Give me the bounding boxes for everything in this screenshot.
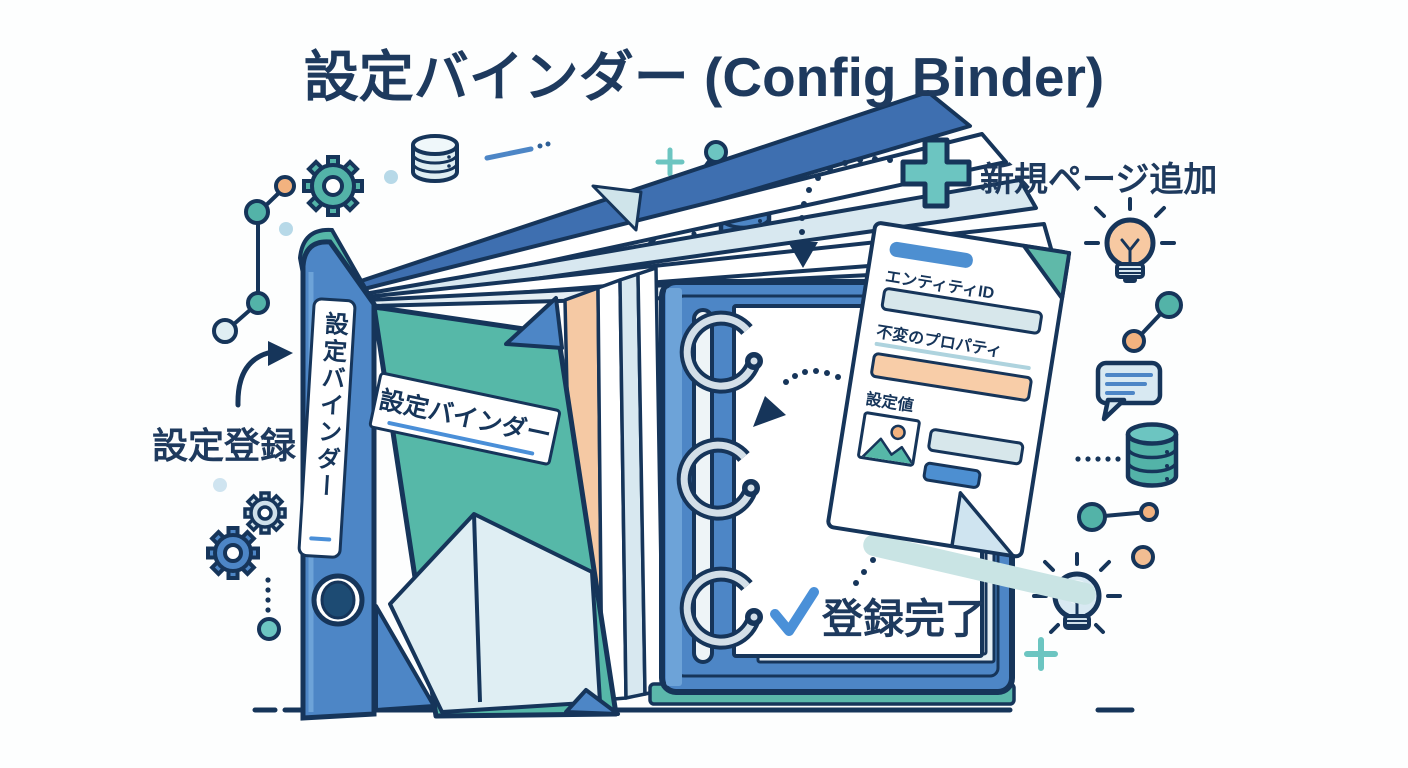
binder-ring <box>676 437 760 521</box>
lightbulb-icon <box>1084 197 1176 283</box>
dotted-arrow-down <box>788 156 893 268</box>
corner-fold-top <box>1021 243 1072 301</box>
database-icon <box>411 134 459 183</box>
gear-icon <box>243 491 287 535</box>
page-fan <box>350 90 1054 308</box>
dotted-line-to-database <box>1075 456 1121 462</box>
dotted-arrow-to-page <box>753 368 841 427</box>
node-link-chain-icon <box>212 175 296 344</box>
add-page-label: 新規ページ追加 <box>980 161 1218 199</box>
pale-dot-icon <box>384 170 398 184</box>
page-title: 設定バインダー (Config Binder) <box>303 46 1105 108</box>
pale-dot-icon <box>213 478 227 492</box>
spine-label-text: 設定バインダー <box>309 310 349 501</box>
image-placeholder-icon <box>856 410 922 468</box>
complete-label: 登録完了 <box>822 596 986 642</box>
database-icon <box>1125 422 1179 488</box>
gear-icon <box>302 155 364 217</box>
plus-icon <box>1024 637 1058 671</box>
pale-dot-icon <box>279 222 293 236</box>
corner-fold-bottom <box>950 491 1015 558</box>
binder-cover <box>371 296 620 719</box>
chat-bubble-icon <box>1095 360 1163 422</box>
binder-ring <box>679 310 763 394</box>
dotted-drop-accent <box>257 577 281 641</box>
add-page-plus-icon <box>900 137 972 209</box>
dash-accent <box>484 141 551 161</box>
checkmark-icon <box>770 587 819 636</box>
node-link-icon <box>1077 502 1159 532</box>
binder-ring <box>679 566 763 650</box>
plus-icon <box>655 147 685 177</box>
node-link-icon <box>1122 291 1183 353</box>
config-form-card: エンティティID 不変のプロパティ 設定値 <box>825 220 1072 560</box>
curved-arrow-register <box>235 341 293 408</box>
spine-label-dash <box>309 536 332 542</box>
card-folds <box>950 243 1072 558</box>
orange-dot-icon <box>1131 545 1155 569</box>
register-label: 設定登録 <box>152 425 297 466</box>
gear-icon <box>206 526 260 580</box>
